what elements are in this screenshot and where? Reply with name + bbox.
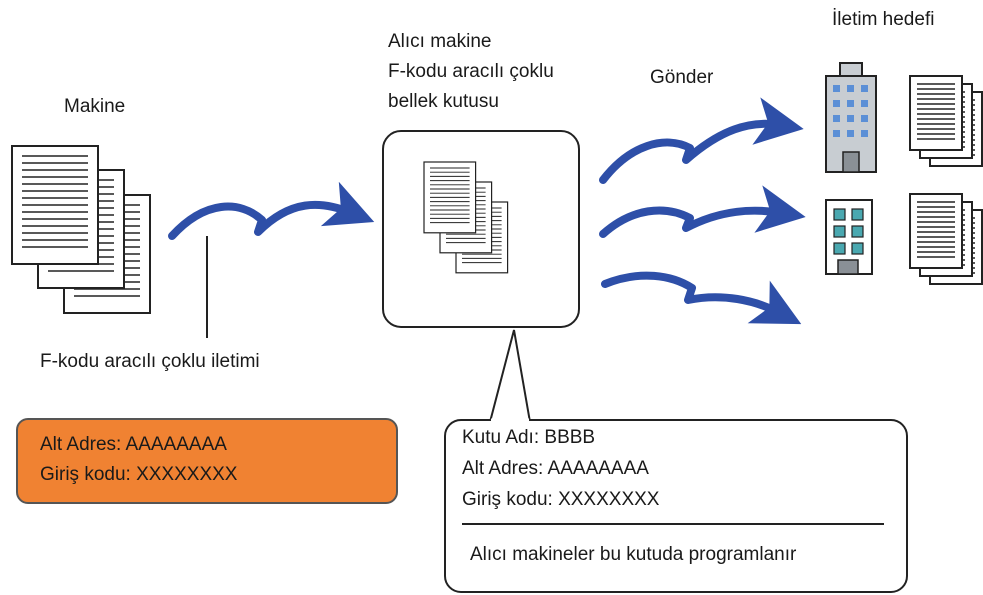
callout-pointer bbox=[489, 329, 531, 423]
destination-1-document-stack-icon bbox=[909, 75, 983, 167]
sender-passcode: Giriş kodu: XXXXXXXX bbox=[40, 464, 238, 485]
callout-sub-address: Alt Adres: AAAAAAAA bbox=[462, 458, 649, 479]
relay-title-line-3: bellek kutusu bbox=[388, 91, 499, 112]
callout-box-name: Kutu Adı: BBBB bbox=[462, 427, 596, 448]
send-label: Gönder bbox=[650, 67, 714, 88]
source-machine-label: Makine bbox=[64, 96, 126, 117]
small-building-icon bbox=[825, 199, 873, 275]
callout-passcode: Giriş kodu: XXXXXXXX bbox=[462, 489, 660, 510]
send-arrow-1 bbox=[599, 97, 804, 184]
destination-2-document-stack-icon bbox=[909, 193, 983, 285]
relay-title-line-2: F-kodu aracılı çoklu bbox=[388, 61, 554, 82]
source-document-stack-icon bbox=[11, 145, 151, 314]
office-building-icon bbox=[825, 62, 877, 173]
destination-label: İletim hedefi bbox=[832, 9, 935, 30]
send-arrow-2 bbox=[599, 185, 806, 238]
callout-box bbox=[444, 419, 908, 593]
sender-sub-address: Alt Adres: AAAAAAAA bbox=[40, 434, 227, 455]
relay-arrow bbox=[168, 181, 375, 240]
sender-settings-box: Alt Adres: AAAAAAAA Giriş kodu: XXXXXXXX bbox=[16, 418, 398, 504]
relay-transmission-label: F-kodu aracılı çoklu iletimi bbox=[40, 351, 260, 372]
callout-note: Alıcı makineler bu kutuda programlanır bbox=[470, 544, 797, 565]
relay-title-line-1: Alıcı makine bbox=[388, 31, 492, 52]
send-arrow-3 bbox=[601, 271, 802, 325]
